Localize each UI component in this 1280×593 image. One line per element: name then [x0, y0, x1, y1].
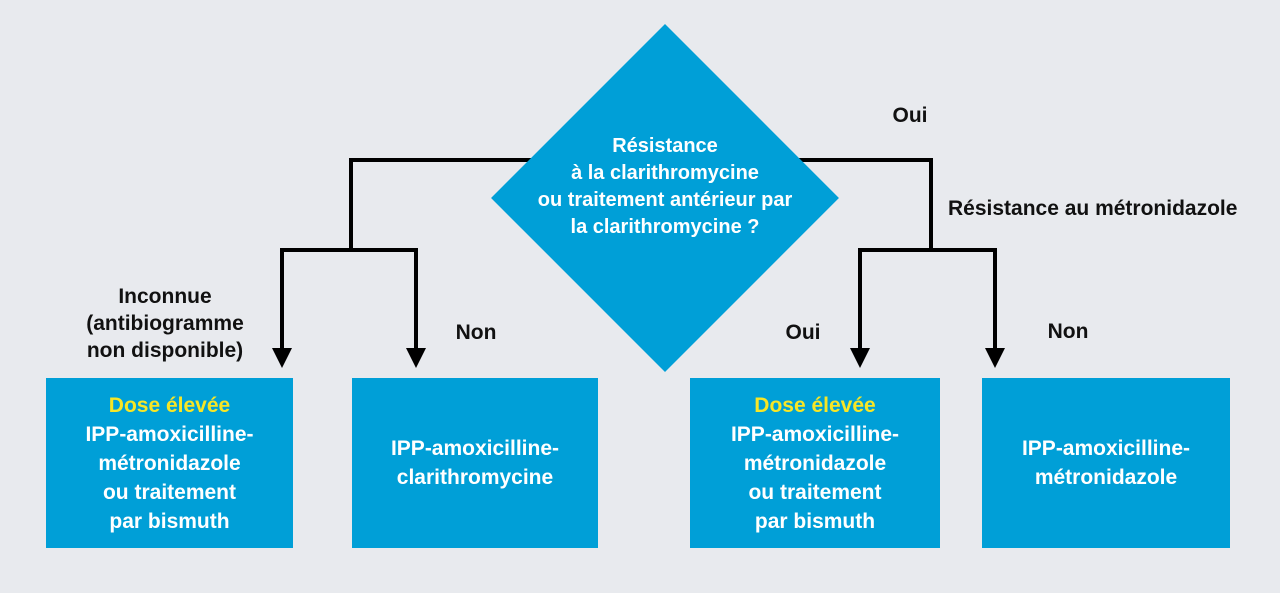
connector-line-right-bar: [858, 248, 997, 252]
arrow-down-icon: [272, 348, 292, 368]
branch-label-inconnue: Inconnue (antibiogramme non disponible): [86, 285, 244, 362]
outcome-box-text: IPP-amoxicilline- métronidazole: [1021, 437, 1191, 489]
arrow-shaft-inconnue: [280, 248, 284, 352]
connector-line-left-drop: [349, 158, 353, 252]
outcome-box-ipp-amoxicilline-metronidazole: IPP-amoxicilline- métronidazole: [982, 378, 1230, 548]
outcome-box-text: IPP-amoxicilline- clarithromycine: [390, 437, 560, 489]
connector-line-left-bar: [280, 248, 418, 252]
arrow-down-icon: [850, 348, 870, 368]
branch-label-non-right: Non: [1047, 320, 1089, 343]
decision-question: Résistance à la clarithromycine ou trait…: [537, 135, 793, 238]
branch-label-oui-mid: Oui: [785, 321, 821, 344]
arrow-shaft-non-right: [993, 248, 997, 352]
branch-label-resistance-metronidazole: Résistance au métronidazole: [948, 197, 1238, 220]
outcome-box-ipp-amoxicilline-clarithromycine: IPP-amoxicilline- clarithromycine: [352, 378, 598, 548]
arrow-down-icon: [406, 348, 426, 368]
arrow-down-icon: [985, 348, 1005, 368]
connector-line-right-drop: [929, 158, 933, 252]
arrow-shaft-non-left: [414, 248, 418, 352]
outcome-box-text: IPP-amoxicilline- métronidazole ou trait…: [85, 422, 254, 533]
branch-label-oui-top: Oui: [892, 104, 928, 127]
arrow-shaft-oui-mid: [858, 248, 862, 352]
outcome-box-text: IPP-amoxicilline- métronidazole ou trait…: [730, 422, 900, 533]
outcome-box-highlight: Dose élevée: [108, 393, 231, 417]
outcome-box-highlight: Dose élevée: [754, 393, 876, 417]
outcome-box-dose-elevee-bismuth-2: Dose élevée IPP-amoxicilline- métronidaz…: [690, 378, 940, 548]
outcome-box-dose-elevee-bismuth-1: Dose élevée IPP-amoxicilline- métronidaz…: [46, 378, 293, 548]
branch-label-non-left: Non: [455, 321, 497, 344]
